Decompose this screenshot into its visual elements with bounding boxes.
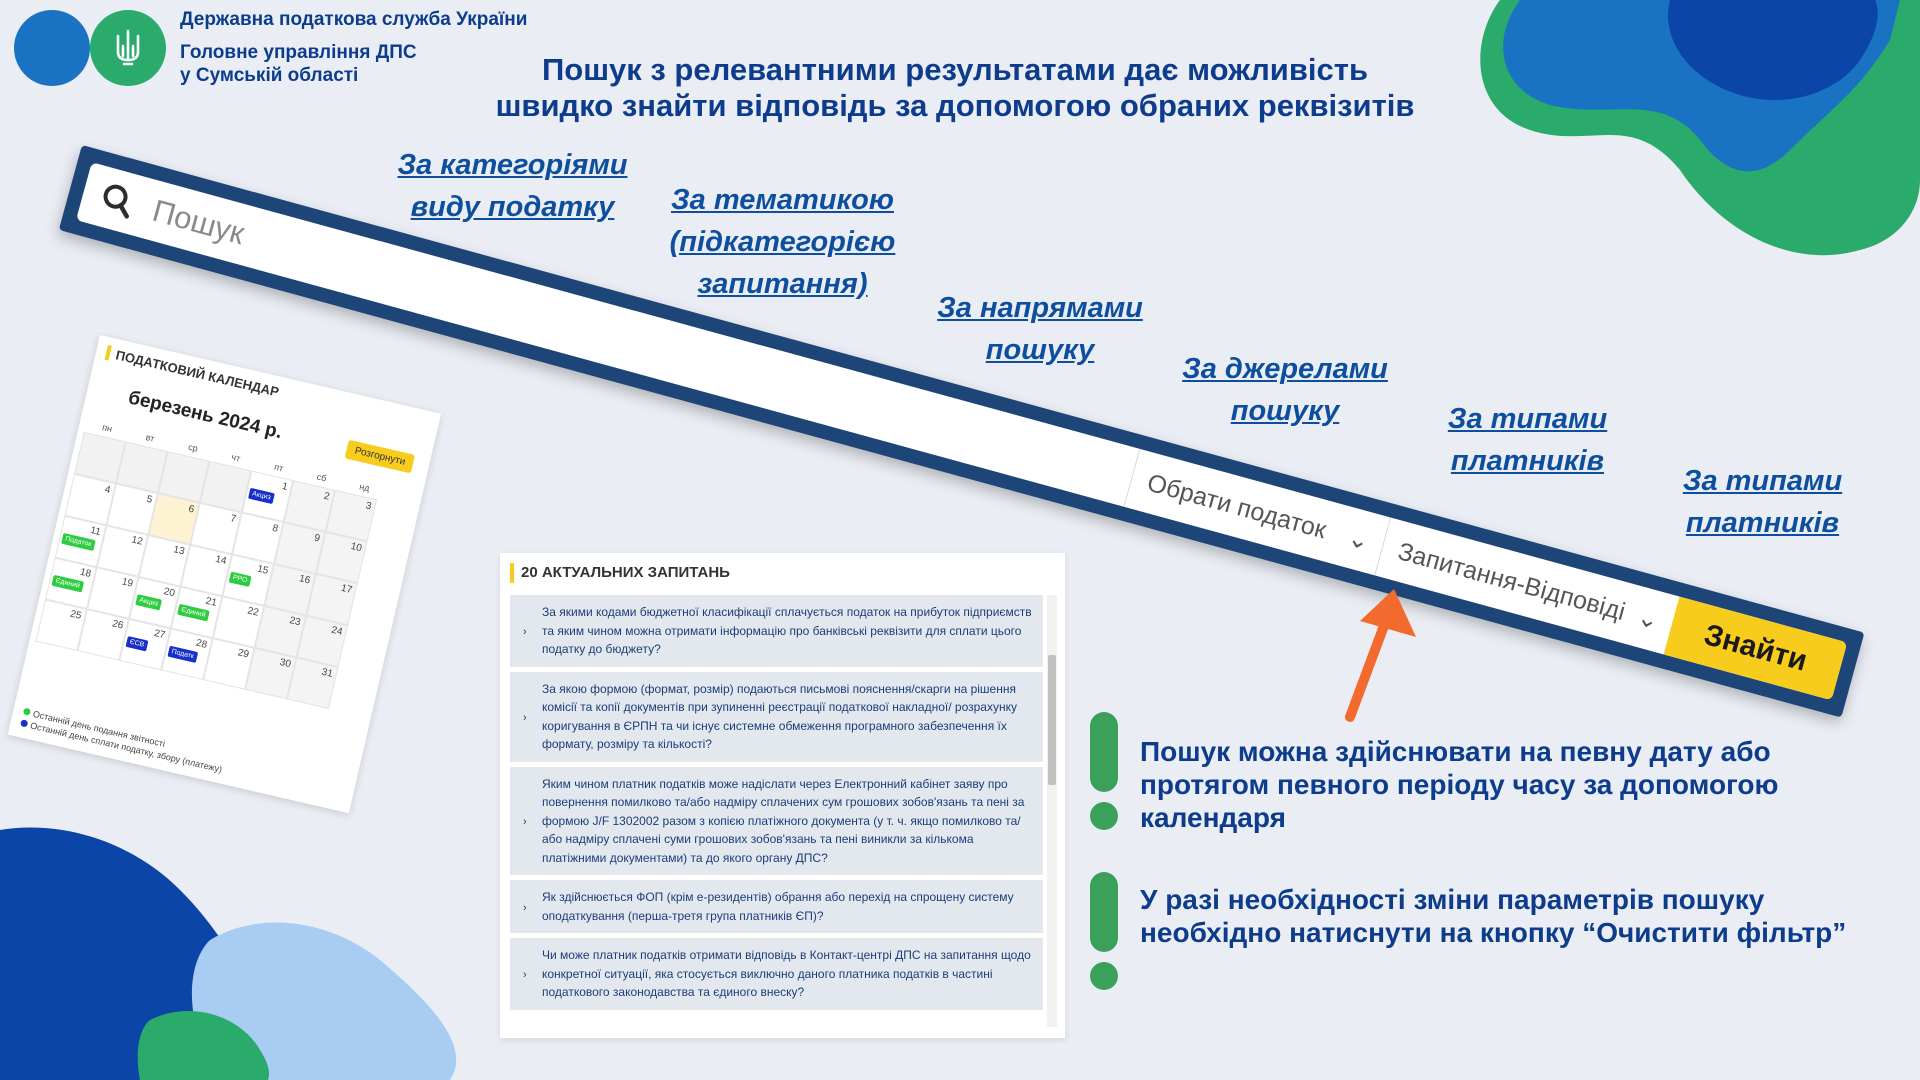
green-dot-icon <box>22 707 32 716</box>
chevron-right-icon: › <box>523 968 527 981</box>
decorative-blob-bottom-left <box>0 827 457 1080</box>
org-name: Державна податкова служба України <box>180 9 528 30</box>
category-label-tax-type: За категоріями виду податку <box>380 144 645 228</box>
event-tag[interactable]: ЄСВ <box>125 636 149 652</box>
event-tag[interactable]: РРО <box>228 571 252 587</box>
question-text: За якими кодами бюджетної класифікації с… <box>542 605 1032 656</box>
category-label-line: За джерелами <box>1182 353 1388 385</box>
blue-dot-icon <box>19 719 29 728</box>
page-headline: Пошук з релевантними результатами дає мо… <box>380 52 1530 124</box>
category-label-line: виду податку <box>410 191 615 223</box>
category-label-payer-type-2: За типами платників <box>1660 460 1865 544</box>
category-label-direction: За напрямами пошуку <box>920 287 1160 371</box>
category-label-line: За типами <box>1447 403 1608 435</box>
scrollbar[interactable] <box>1047 595 1057 1027</box>
source-type-select-label: Запитання-Відповіді <box>1395 536 1629 626</box>
scrollbar-thumb[interactable] <box>1048 655 1056 785</box>
question-text: Як здійснюється ФОП (крім е-резидентів) … <box>542 890 1014 923</box>
search-bar: Обрати податок ⌄ Запитання-Відповіді ⌄ З… <box>58 145 1865 718</box>
calendar-search-note: Пошук можна здійснювати на певну дату аб… <box>1140 736 1779 833</box>
exclamation-icon <box>1087 872 1121 990</box>
tax-select[interactable]: Обрати податок ⌄ <box>1123 448 1391 576</box>
chevron-right-icon: › <box>523 711 527 724</box>
list-item[interactable]: › Чи може платник податків отримати відп… <box>510 938 1043 1010</box>
tax-calendar: ПОДАТКОВИЙ КАЛЕНДАР березень 2024 р. Роз… <box>7 335 442 814</box>
org-subdivision: Головне управління ДПС <box>180 42 417 63</box>
category-label-line: пошуку <box>985 334 1095 366</box>
clear-filter-note: У разі необхідності зміни параметрів пош… <box>1140 884 1847 948</box>
list-item[interactable]: › Як здійснюється ФОП (крім е-резидентів… <box>510 880 1043 933</box>
list-item[interactable]: › Яким чином платник податків може надіс… <box>510 766 1043 875</box>
trident-icon <box>116 29 140 66</box>
calendar-legend: Останній день подання звітності Останній… <box>19 706 226 776</box>
event-tag[interactable]: Акциз <box>248 487 275 505</box>
chevron-right-icon: › <box>523 815 527 828</box>
org-region: у Сумській області <box>180 65 359 86</box>
top-questions-panel: 20 АКТУАЛЬНИХ ЗАПИТАНЬ › За якими кодами… <box>500 553 1065 1038</box>
search-icon[interactable] <box>79 175 155 226</box>
source-type-select[interactable]: Запитання-Відповіді ⌄ <box>1374 517 1680 655</box>
category-label-line: За напрямами <box>937 292 1143 324</box>
chevron-down-icon: ⌄ <box>1344 523 1373 557</box>
calendar-day[interactable]: 31 <box>286 657 339 710</box>
chevron-right-icon: › <box>523 625 527 638</box>
list-item[interactable]: › За якими кодами бюджетної класифікації… <box>510 595 1043 667</box>
arrow-icon <box>1345 589 1416 722</box>
list-item[interactable]: › За якою формою (формат, розмір) подают… <box>510 671 1043 762</box>
search-bar-inner: Обрати податок ⌄ Запитання-Відповіді ⌄ З… <box>75 162 1848 701</box>
category-label-line: За типами <box>1682 465 1843 497</box>
logo-circle-green <box>90 10 166 86</box>
question-text: Яким чином платник податків може надісла… <box>542 776 1025 865</box>
decorative-blob-top-right <box>1480 0 1920 256</box>
question-text: Чи може платник податків отримати відпов… <box>542 948 1031 999</box>
headline-line-2: швидко знайти відповідь за допомогою обр… <box>495 88 1415 123</box>
logo-circle-blue <box>14 10 90 86</box>
category-label-line: платників <box>1450 445 1605 477</box>
headline-line-1: Пошук з релевантними результатами дає мо… <box>541 52 1369 87</box>
chevron-down-icon: ⌄ <box>1634 602 1662 636</box>
top-questions-title: 20 АКТУАЛЬНИХ ЗАПИТАНЬ <box>510 563 730 583</box>
category-label-line: (підкатегорією <box>669 226 896 258</box>
category-label-line: запитання) <box>697 268 868 300</box>
category-label-topic: За тематикою (підкатегорією запитання) <box>655 179 910 305</box>
tax-select-label: Обрати податок <box>1144 468 1330 544</box>
category-label-payer-type: За типами платників <box>1420 398 1635 482</box>
expand-button[interactable]: Розгорнути <box>345 439 416 474</box>
category-label-line: пошуку <box>1230 395 1340 427</box>
chevron-right-icon: › <box>523 901 527 914</box>
exclamation-icon <box>1087 712 1121 830</box>
category-label-line: За тематикою <box>671 184 894 216</box>
category-label-source: За джерелами пошуку <box>1165 348 1405 432</box>
questions-list: › За якими кодами бюджетної класифікації… <box>510 595 1043 1027</box>
event-tag[interactable]: Акциз <box>135 594 162 611</box>
event-tag[interactable]: Податк <box>167 645 199 663</box>
category-label-line: платників <box>1685 507 1840 539</box>
find-button[interactable]: Знайти <box>1663 596 1848 701</box>
category-label-line: За категоріями <box>397 149 628 181</box>
question-text: За якою формою (формат, розмір) подаютьс… <box>542 681 1017 752</box>
